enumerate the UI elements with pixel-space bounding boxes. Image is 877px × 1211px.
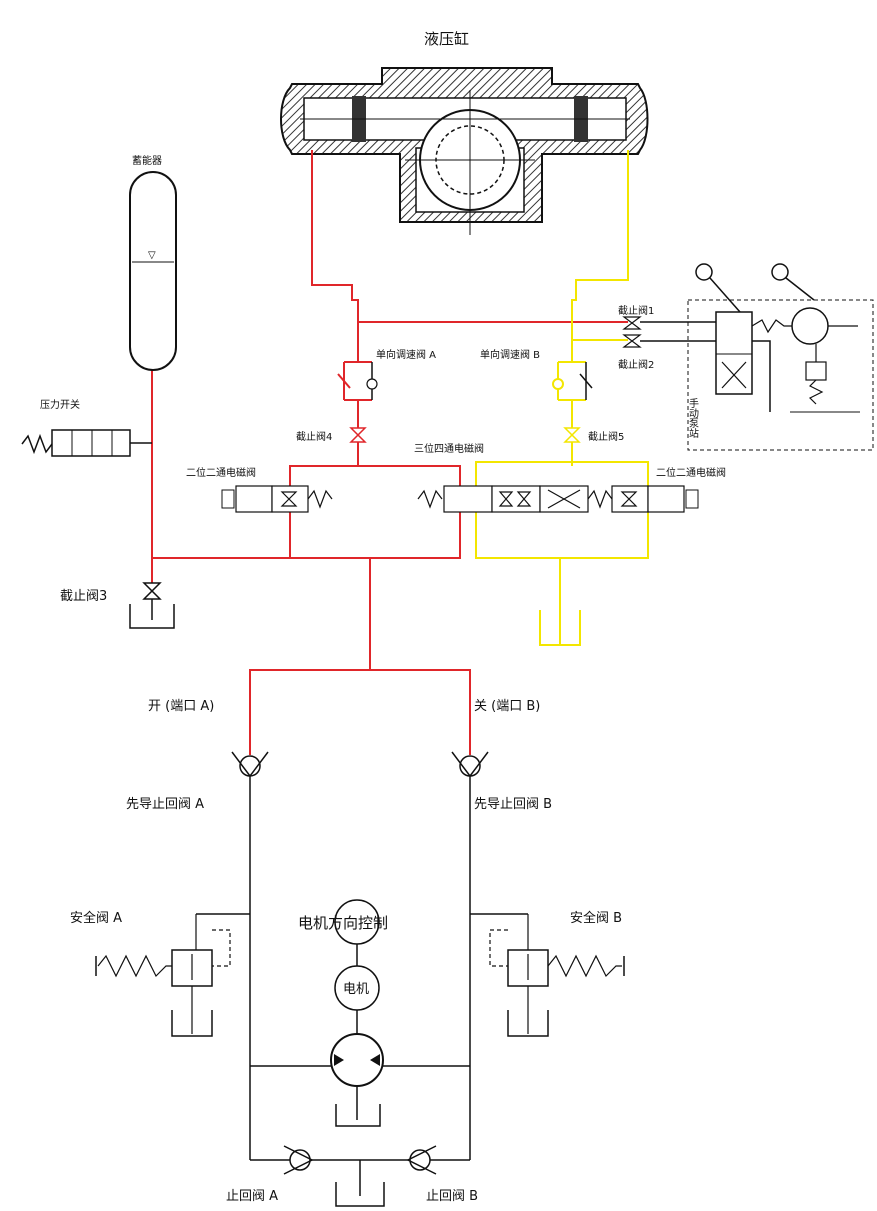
- accumulator: 蓄能器 ▽: [129, 154, 177, 371]
- actuator-label: 液压缸: [424, 30, 469, 48]
- port-a-label: 开 (端口 A): [148, 699, 214, 714]
- motor: 电机: [334, 944, 380, 1034]
- fluid-level-mark: ▽: [148, 250, 156, 261]
- red-circuit: [151, 150, 628, 755]
- check-throttle-b-label: 单向调速阀 B: [480, 348, 540, 361]
- stop-valve-3-label: 截止阀3: [60, 589, 107, 604]
- check-valve-a: 止回阀 A: [226, 1145, 314, 1204]
- hydraulic-pump: [330, 1033, 384, 1127]
- pressure-switch: 压力开关: [21, 398, 152, 457]
- pilot-check-b-label: 先导止回阀 B: [474, 797, 552, 812]
- stop-valve-4-label: 截止阀4: [296, 430, 332, 443]
- accumulator-label: 蓄能器: [132, 154, 162, 167]
- check-valve-b-label: 止回阀 B: [426, 1189, 478, 1204]
- stop-valve-1-label: 截止阀1: [618, 304, 654, 317]
- yellow-circuit: [475, 150, 649, 646]
- check-valve-a-label: 止回阀 A: [226, 1189, 278, 1204]
- solenoid-3way-label: 三位四通电磁阀: [414, 442, 484, 455]
- manual-pump-label: 手动泵站: [687, 397, 699, 439]
- stop-valve-2: 截止阀2: [618, 334, 771, 412]
- safety-valve-a: 安全阀 A: [70, 910, 231, 1037]
- check-throttle-valve-b: 单向调速阀 B: [480, 348, 593, 401]
- solenoid-2way-left: 二位二通电磁阀: [186, 466, 333, 513]
- motor-label: 电机: [343, 982, 369, 997]
- stop-valve-2-label: 截止阀2: [618, 358, 654, 371]
- motor-direction-label: 电机方向控制: [298, 914, 388, 932]
- solenoid-3way: 三位四通电磁阀: [414, 442, 613, 513]
- motor-direction-control: 电机方向控制: [298, 899, 388, 945]
- stop-valve-4: 截止阀4: [296, 427, 367, 443]
- check-throttle-valve-a: 单向调速阀 A: [337, 348, 436, 401]
- stop-valve-5: 截止阀5: [563, 427, 624, 443]
- stop-valve-3: 截止阀3: [60, 582, 175, 629]
- safety-valve-b: 安全阀 B: [489, 910, 625, 1037]
- pilot-check-a-label: 先导止回阀 A: [126, 797, 204, 812]
- stop-valve-5-label: 截止阀5: [588, 430, 624, 443]
- solenoid-2way-right-label: 二位二通电磁阀: [656, 466, 726, 479]
- bottom-tank: [335, 1160, 385, 1207]
- pilot-check-valve-a: 先导止回阀 A: [126, 751, 269, 812]
- check-valve-b: 止回阀 B: [406, 1145, 478, 1204]
- pressure-switch-label: 压力开关: [40, 398, 80, 411]
- actuator: 液压缸: [280, 30, 649, 235]
- stop-valve-1: 截止阀1: [618, 304, 716, 330]
- port-b-label: 关 (端口 B): [474, 699, 540, 714]
- check-throttle-a-label: 单向调速阀 A: [376, 348, 436, 361]
- safety-valve-b-label: 安全阀 B: [570, 910, 622, 926]
- solenoid-2way-right: 二位二通电磁阀: [611, 466, 726, 513]
- safety-valve-a-label: 安全阀 A: [70, 910, 122, 926]
- pilot-check-valve-b: 先导止回阀 B: [451, 751, 552, 812]
- solenoid-2way-left-label: 二位二通电磁阀: [186, 466, 256, 479]
- manual-pump-station: 手动泵站: [687, 263, 874, 451]
